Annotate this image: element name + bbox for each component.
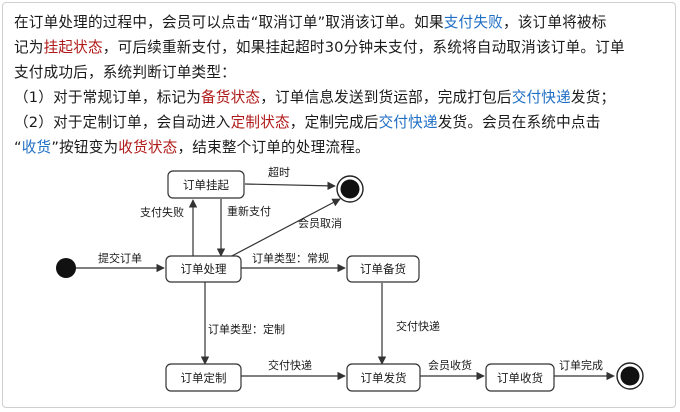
state-stocking: 订单备货 [360,262,406,276]
label-order-complete: 订单完成 [559,358,603,372]
label-deliver-custom: 交付快递 [268,358,312,372]
label-type-regular: 订单类型：常规 [252,251,329,265]
description-line: （1）对于常规订单，标记为备货状态，订单信息发送到货运部，完成打包后交付快递发货… [14,85,666,110]
end-node-bottom [616,362,644,390]
state-processing: 订单处理 [181,262,227,276]
start-node [56,258,76,278]
label-timeout: 超时 [268,165,290,179]
state-box-pending [167,170,245,199]
label-member-receive: 会员收货 [428,358,472,372]
text-segment: 记为 [14,39,44,56]
highlighted-term: 定制状态 [230,114,290,131]
description-line: “收货”按钮变为收货状态，结束整个订单的处理流程。 [14,135,666,160]
state-shipping: 订单发货 [361,371,407,385]
state-box-custom [165,363,242,392]
state-box-processing [165,255,242,283]
text-segment: 支付成功后，系统判断订单类型： [14,64,236,81]
text-segment: “ [14,139,22,156]
highlighted-term: 交付快递 [511,89,571,106]
state-pending: 订单挂起 [183,178,229,192]
description-line: （2）对于定制订单，会自动进入定制状态，定制完成后交付快递发货。会员在系统中点击 [14,110,666,135]
description-text: 在订单处理的过程中，会员可以点击“取消订单”取消该订单。如果支付失败，该订单将被… [14,10,666,160]
text-segment: 发货； [570,89,616,106]
text-segment: （1）对于常规订单，标记为 [14,89,202,106]
state-box-shipping [346,363,421,392]
text-segment: ，订单信息发送到货运部，完成打包后 [260,89,512,106]
text-segment: ，定制完成后 [289,114,379,131]
text-segment: ，可后续重新支付，如果挂起超时30分钟未支付，系统将自动取消该订单。订单 [102,39,625,56]
highlighted-term: 交付快递 [378,114,438,131]
highlighted-term: 收货 [21,139,52,156]
highlighted-term: 收货状态 [118,139,178,156]
end-node-top [336,175,364,203]
highlighted-term: 备货状态 [201,89,261,106]
description-line: 支付成功后，系统判断订单类型： [14,60,666,85]
label-deliver-stocking: 交付快递 [396,319,440,333]
text-segment: （2）对于定制订单，会自动进入 [14,114,231,131]
description-line: 记为挂起状态，可后续重新支付，如果挂起超时30分钟未支付，系统将自动取消该订单。… [14,35,666,60]
state-received: 订单收货 [497,371,543,385]
label-member-cancel: 会员取消 [298,216,342,230]
label-repay: 重新支付 [227,204,271,218]
text-segment: ”按钮变为 [51,139,119,156]
highlighted-term: 挂起状态 [43,39,103,56]
state-box-stocking [346,255,420,283]
state-box-received [485,363,555,392]
highlighted-term: 支付失败 [443,14,503,31]
label-pay-fail: 支付失败 [140,205,184,219]
text-segment: 在订单处理的过程中，会员可以点击“取消订单”取消该订单。如果 [14,14,444,31]
edge-timeout [244,181,336,191]
text-segment: 发货。会员在系统中点击 [437,114,601,131]
label-submit: 提交订单 [98,251,142,265]
text-segment: ，结束整个订单的处理流程。 [177,139,370,156]
text-segment: ，该订单将被标 [502,14,607,31]
state-custom: 订单定制 [181,371,227,385]
description-line: 在订单处理的过程中，会员可以点击“取消订单”取消该订单。如果支付失败，该订单将被… [14,10,666,35]
edge-member-cancel [227,198,341,259]
label-type-custom: 订单类型：定制 [208,322,285,336]
